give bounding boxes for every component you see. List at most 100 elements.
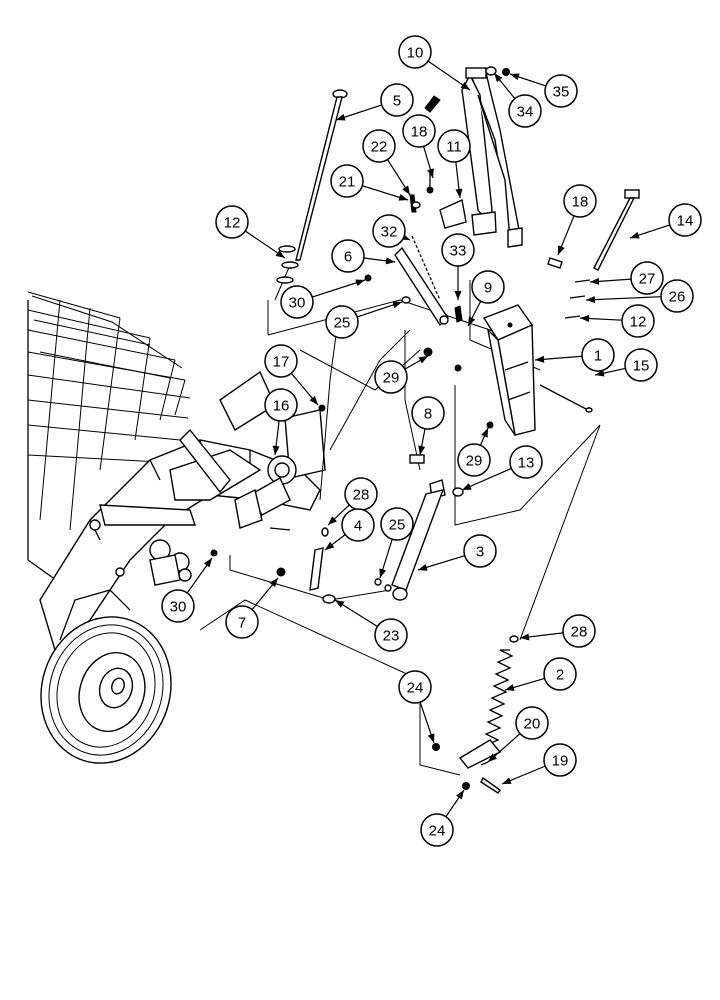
part-19-bolt [480,776,501,794]
ground-wheel [40,616,172,764]
callout-19: 19 [501,743,577,785]
callout-arrowhead [520,633,530,641]
callout-arrowhead [595,369,605,377]
callout-arrowhead [335,600,345,608]
callout-5: 5 [335,83,414,121]
part-33-pin [454,305,463,323]
part-23-washer [322,594,336,604]
callout-4: 4 [324,508,375,551]
callout-balloon [543,743,577,777]
callout-arrowhead [481,428,488,438]
callout-26: 26 [585,279,694,313]
part-18-bolt-top [424,95,441,113]
callout-arrowhead [355,279,365,287]
callout-arrowhead [460,82,470,90]
callout-balloon [374,360,408,394]
callout-35: 35 [509,73,578,108]
callout-balloon [264,388,298,422]
callout-17: 17 [264,344,319,406]
callout-number: 20 [524,716,541,733]
callout-20: 20 [487,706,549,763]
callout-arrowhead [427,733,435,743]
callout-8: 8 [411,396,445,456]
callout-balloon [372,214,406,248]
part-15-bolt [539,384,593,413]
callout-arrowhead [580,314,590,322]
callout-number: 24 [429,823,446,840]
callout-balloon [544,74,578,108]
callout-number: 28 [571,624,588,641]
callout-balloon [325,305,359,339]
callout-balloon [225,605,259,639]
callout-14: 14 [629,203,702,239]
callout-28: 28 [519,614,596,648]
callout-arrowhead [275,250,285,258]
callout-number: 28 [353,487,370,504]
callout-balloon [341,508,375,542]
callout-25: 25 [325,301,403,339]
part-34-washer [485,66,497,76]
callout-15: 15 [594,348,658,382]
callout-number: 14 [677,213,694,230]
callout-balloon [562,614,596,648]
callout-balloon [471,270,505,304]
callout-balloon [630,261,664,295]
callout-number: 9 [484,280,492,297]
callout-11: 11 [437,129,471,199]
callout-balloon [380,507,414,541]
callout-12: 12 [579,304,655,338]
callout-number: 25 [334,315,351,332]
callout-balloon [668,203,702,237]
callout-number: 12 [630,314,647,331]
part-20-pin [480,761,489,766]
callout-balloon [441,233,475,267]
callout-7: 7 [225,577,279,639]
callout-number: 1 [594,348,602,365]
callout-number: 27 [639,271,656,288]
callout-balloon [215,205,249,239]
callout-number: 32 [381,224,398,241]
part-1-post [482,304,536,436]
callout-balloon [457,443,491,477]
part-2-spring [458,649,514,769]
callout-18: 18 [557,184,597,256]
callout-number: 26 [669,289,686,306]
callout-number: 30 [170,599,187,616]
callout-number: 22 [371,139,388,156]
part-5-rod [295,89,348,261]
callout-arrowhead [590,277,600,285]
callout-number: 5 [393,93,401,110]
callout-29: 29 [457,427,491,477]
callout-balloon [621,304,655,338]
callout-balloon [402,114,436,148]
callout-arrowhead [630,231,640,239]
callout-balloon [161,589,195,623]
callout-balloon [411,396,445,430]
callout-leader [585,296,662,301]
callout-10: 10 [398,35,471,91]
callout-arrowhead [427,168,434,178]
callout-arrowhead [418,564,428,571]
part-30-nut-lower [210,549,218,557]
callout-balloon [362,129,396,163]
callout-arrowhead [462,483,472,490]
callout-arrowhead [398,193,408,201]
part-10-bracket [461,67,523,248]
callout-arrowhead [402,185,410,195]
callout-arrowhead [510,73,520,81]
callout-number: 12 [224,215,241,232]
part-30-nut-upper [364,274,372,282]
callout-balloon [398,35,432,69]
callout-18: 18 [402,114,436,179]
callout-number: 15 [633,358,650,375]
callout-number: 13 [518,455,535,472]
callout-16: 16 [264,388,298,456]
part-21-clip [411,201,421,209]
part-28-pin-lower [509,635,519,643]
callout-number: 16 [273,398,290,415]
callout-number: 7 [238,615,246,632]
callout-number: 30 [289,295,306,312]
part-35-nut [502,68,510,76]
callout-balloon [563,184,597,218]
